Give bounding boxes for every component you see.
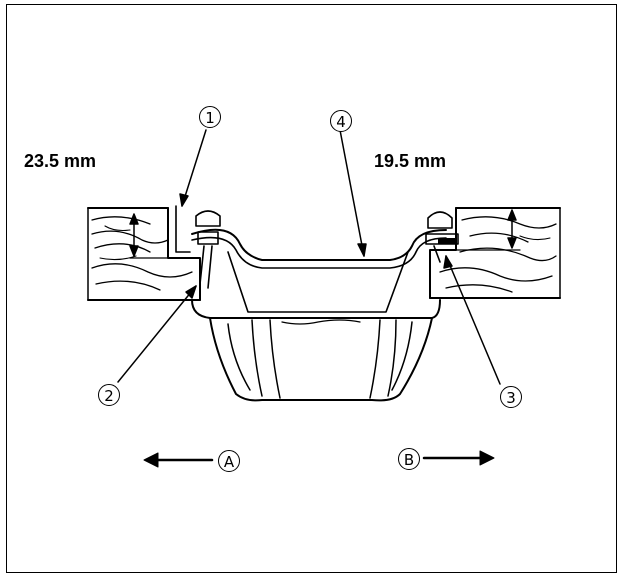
right-countertop — [429, 207, 561, 299]
callout-1: 1 — [199, 106, 221, 128]
callout-3: 3 — [500, 386, 522, 408]
direction-arrows — [143, 450, 495, 468]
left-clip-bracket — [167, 205, 221, 301]
callout-4: 4 — [330, 110, 352, 132]
sink-body — [191, 228, 447, 402]
dimension-right-label: 19.5 mm — [374, 151, 447, 171]
figure-frame — [6, 4, 617, 573]
dimension-left-label: 23.5 mm — [24, 151, 97, 171]
left-countertop — [87, 207, 201, 301]
leader-lines — [117, 129, 501, 385]
dimension-arrows — [129, 209, 521, 259]
callout-b: B — [398, 448, 420, 470]
right-clip — [425, 207, 459, 299]
callout-2: 2 — [98, 384, 120, 406]
callout-a: A — [218, 450, 240, 472]
